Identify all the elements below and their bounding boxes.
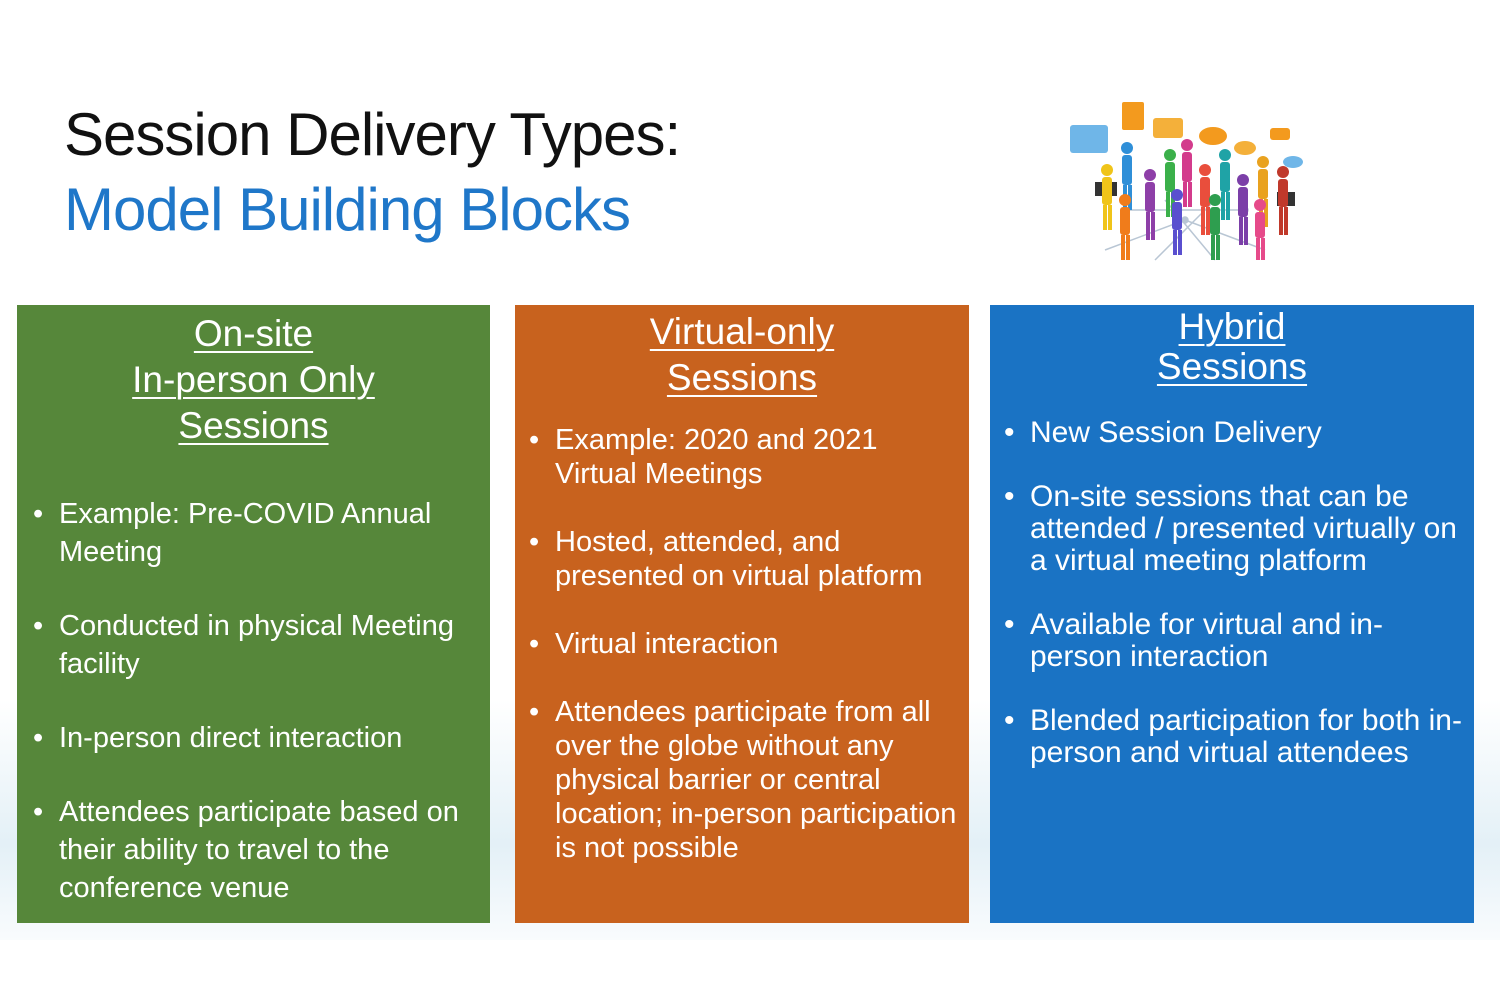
panel-hybrid-title-line: Hybrid — [1178, 306, 1286, 347]
panel-virtual-title-line: Virtual-only — [649, 311, 835, 352]
bullet-item: Example: 2020 and 2021 Virtual Meetings — [529, 423, 959, 491]
bullet-item: Conducted in physical Meeting facility — [33, 607, 483, 683]
bullet-item: Hosted, attended, and presented on virtu… — [529, 525, 959, 593]
panel-onsite-bullets: Example: Pre-COVID Annual Meeting Conduc… — [33, 495, 483, 943]
crowd-network-icon — [1070, 102, 1303, 261]
panel-virtual: Virtual-only Sessions Example: 2020 and … — [515, 305, 969, 923]
panel-hybrid-title: Hybrid Sessions — [990, 307, 1474, 387]
bullet-item: Available for virtual and in-person inte… — [1004, 609, 1464, 673]
panel-onsite-title-line: Sessions — [178, 405, 329, 446]
panel-onsite-title-line: On-site — [193, 313, 314, 354]
panel-virtual-title: Virtual-only Sessions — [515, 309, 969, 401]
panel-hybrid-title-line: Sessions — [1156, 346, 1308, 387]
panel-onsite-title: On-site In-person Only Sessions — [17, 311, 490, 449]
bullet-item: Example: Pre-COVID Annual Meeting — [33, 495, 483, 571]
panel-onsite: On-site In-person Only Sessions Example:… — [17, 305, 490, 923]
panel-hybrid: Hybrid Sessions New Session Delivery On-… — [990, 305, 1474, 923]
bullet-item: Attendees participate from all over the … — [529, 695, 959, 865]
panel-virtual-title-line: Sessions — [666, 357, 818, 398]
bullet-item: In-person direct interaction — [33, 719, 483, 757]
slide-subtitle: Model Building Blocks — [64, 176, 631, 243]
bullet-item: Blended participation for both in-person… — [1004, 705, 1464, 769]
slide-title: Session Delivery Types: — [64, 101, 681, 168]
bullet-item: On-site sessions that can be attended / … — [1004, 481, 1464, 577]
bullet-item: New Session Delivery — [1004, 417, 1464, 450]
bullet-item: Attendees participate based on their abi… — [33, 793, 483, 907]
panel-onsite-title-line: In-person Only — [132, 359, 375, 400]
panel-virtual-bullets: Example: 2020 and 2021 Virtual Meetings … — [529, 423, 959, 899]
panel-hybrid-bullets: New Session Delivery On-site sessions th… — [1004, 417, 1464, 801]
bullet-item: Virtual interaction — [529, 627, 959, 661]
